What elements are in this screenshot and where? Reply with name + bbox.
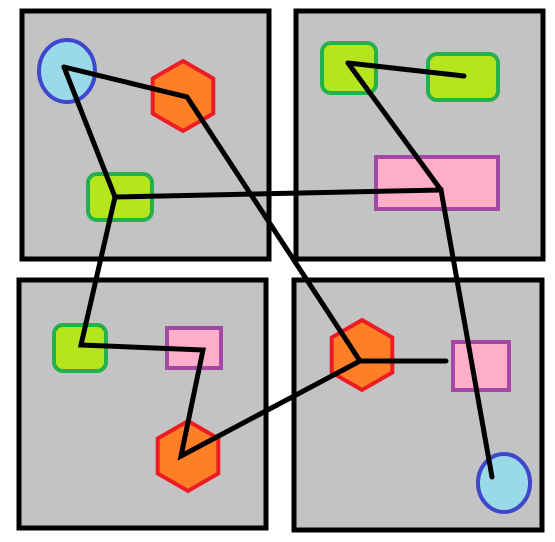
path-4 bbox=[345, 60, 444, 193]
panel-bottom-left bbox=[16, 277, 269, 531]
path-5 bbox=[77, 194, 363, 461]
paths-layer bbox=[61, 60, 495, 480]
path-1 bbox=[61, 64, 449, 364]
blue-circle-2[interactable] bbox=[476, 452, 532, 514]
path-2 bbox=[61, 64, 495, 480]
path-3 bbox=[345, 60, 467, 79]
pink-rect-3[interactable] bbox=[451, 340, 511, 392]
